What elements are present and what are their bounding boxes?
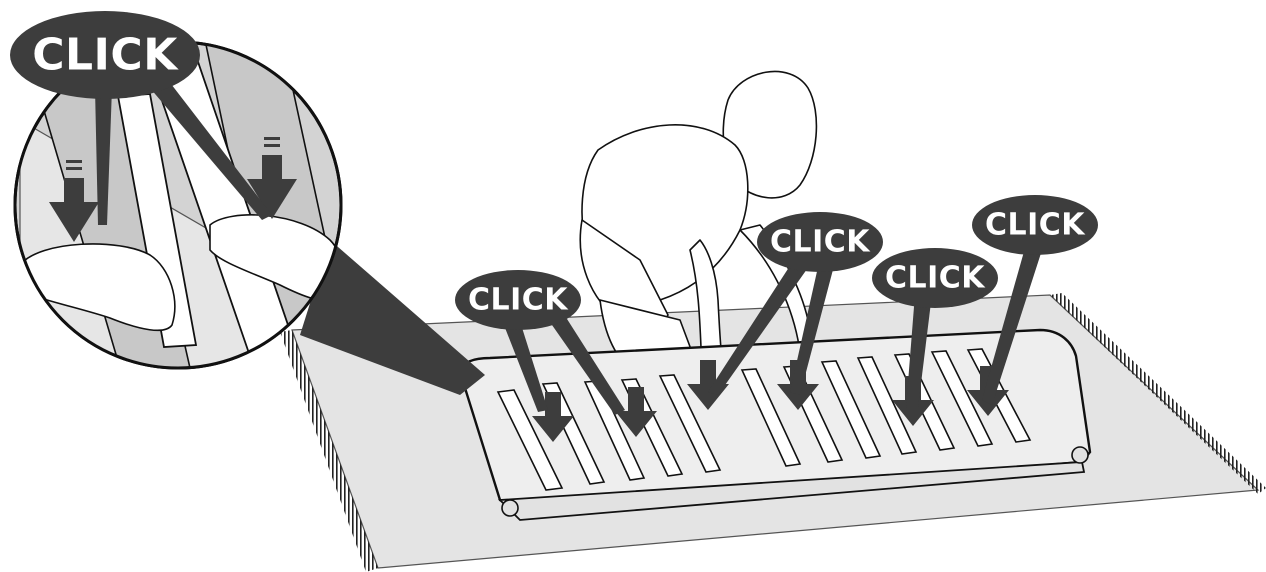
callout-click-2: CLICK xyxy=(757,212,883,272)
callout-click-1: CLICK xyxy=(455,270,581,330)
callout-magnified: CLICK xyxy=(10,11,200,99)
callout-click-3-label: CLICK xyxy=(885,261,986,296)
callout-click-2-label: CLICK xyxy=(770,225,871,260)
callout-click-4: CLICK xyxy=(972,195,1098,255)
callout-click-4-label: CLICK xyxy=(985,208,1086,243)
callout-click-1-label: CLICK xyxy=(468,283,569,318)
callout-magnified-label: CLICK xyxy=(32,30,179,81)
callout-click-3: CLICK xyxy=(872,248,998,308)
